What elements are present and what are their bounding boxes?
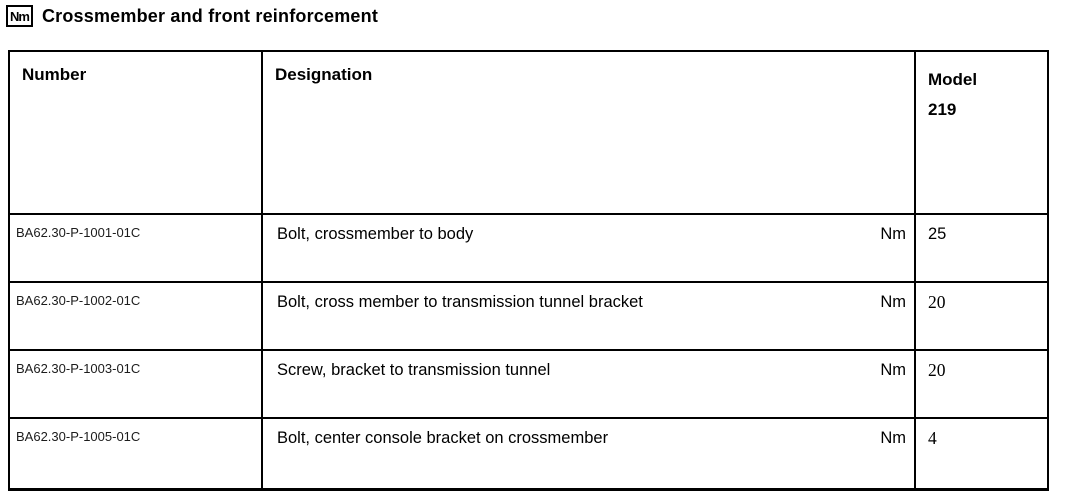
table-header-row: Number Designation Model 219 [8,50,1049,215]
document-header: Nm Crossmember and front reinforcement [6,5,378,27]
torque-value-cell: 20 [914,281,1049,351]
torque-nm-icon: Nm [6,5,33,27]
designation-text: Screw, bracket to transmission tunnel [277,361,551,379]
designation-content: Bolt, crossmember to body Nm [264,216,913,244]
document-number-cell: BA62.30-P-1005-01C [8,417,263,491]
designation-content: Screw, bracket to transmission tunnel Nm [264,352,913,380]
unit-label: Nm [880,225,906,243]
torque-value-cell: 4 [914,417,1049,491]
torque-value-cell: 20 [914,349,1049,419]
designation-text: Bolt, crossmember to body [277,225,474,243]
document-number-cell: BA62.30-P-1003-01C [8,349,263,419]
designation-text: Bolt, center console bracket on crossmem… [277,429,609,447]
designation-cell: Bolt, crossmember to body Nm [261,213,916,283]
column-header-model: Model 219 [914,50,1049,215]
designation-content: Bolt, cross member to transmission tunne… [264,284,913,312]
torque-spec-table: Number Designation Model 219 BA62.30-P-1… [8,50,1049,491]
table-row: BA62.30-P-1002-01C Bolt, cross member to… [8,281,1049,351]
table-row: BA62.30-P-1003-01C Screw, bracket to tra… [8,349,1049,419]
designation-content: Bolt, center console bracket on crossmem… [264,420,913,448]
unit-label: Nm [880,293,906,311]
designation-cell: Screw, bracket to transmission tunnel Nm [261,349,916,419]
column-header-model-line2: 219 [928,100,957,119]
column-header-designation: Designation [261,50,916,215]
torque-value-cell: 25 [914,213,1049,283]
designation-text: Bolt, cross member to transmission tunne… [277,293,643,311]
unit-label: Nm [880,429,906,447]
column-header-number: Number [8,50,263,215]
document-number-cell: BA62.30-P-1002-01C [8,281,263,351]
page-title: Crossmember and front reinforcement [41,5,379,26]
column-header-model-line1: Model [928,70,978,89]
unit-label: Nm [880,361,906,379]
document-number-cell: BA62.30-P-1001-01C [8,213,263,283]
table-row: BA62.30-P-1001-01C Bolt, crossmember to … [8,213,1049,283]
designation-cell: Bolt, center console bracket on crossmem… [261,417,916,491]
table-row: BA62.30-P-1005-01C Bolt, center console … [8,417,1049,491]
designation-cell: Bolt, cross member to transmission tunne… [261,281,916,351]
